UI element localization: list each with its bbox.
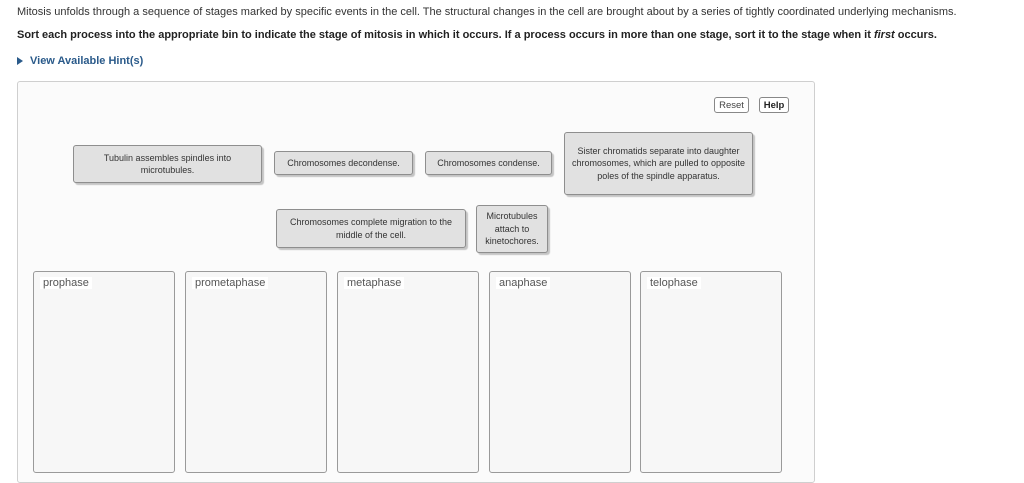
bin-prometaphase[interactable]: prometaphase <box>185 271 327 473</box>
bin-prophase[interactable]: prophase <box>33 271 175 473</box>
bin-label: telophase <box>647 277 701 289</box>
tile-chromosome-migration[interactable]: Chromosomes complete migration to the mi… <box>276 209 466 248</box>
bin-label: metaphase <box>344 277 405 289</box>
intro-text: Mitosis unfolds through a sequence of st… <box>17 6 957 18</box>
tile-microtubules-attach[interactable]: Microtubules attach to kinetochores. <box>476 205 548 253</box>
instructions-part2: occurs. <box>894 29 937 41</box>
instructions-part1: Sort each process into the appropriate b… <box>17 29 874 41</box>
instructions-emphasis: first <box>873 29 895 41</box>
bin-label: prophase <box>40 277 92 289</box>
bin-label: prometaphase <box>192 277 269 289</box>
expand-triangle-icon <box>17 57 23 65</box>
help-button[interactable]: Help <box>759 97 789 113</box>
reset-button[interactable]: Reset <box>714 97 749 113</box>
view-hints-label: View Available Hint(s) <box>30 55 144 67</box>
tile-tubulin[interactable]: Tubulin assembles spindles into microtub… <box>73 145 262 183</box>
tile-sister-chromatids[interactable]: Sister chromatids separate into daughter… <box>564 132 753 195</box>
bin-telophase[interactable]: telophase <box>640 271 782 473</box>
bin-anaphase[interactable]: anaphase <box>489 271 631 473</box>
instructions: Sort each process into the appropriate b… <box>17 29 937 41</box>
tile-condense[interactable]: Chromosomes condense. <box>425 151 552 175</box>
bin-metaphase[interactable]: metaphase <box>337 271 479 473</box>
bin-label: anaphase <box>496 277 551 289</box>
tile-decondense[interactable]: Chromosomes decondense. <box>274 151 413 175</box>
view-hints-link[interactable]: View Available Hint(s) <box>17 55 143 67</box>
